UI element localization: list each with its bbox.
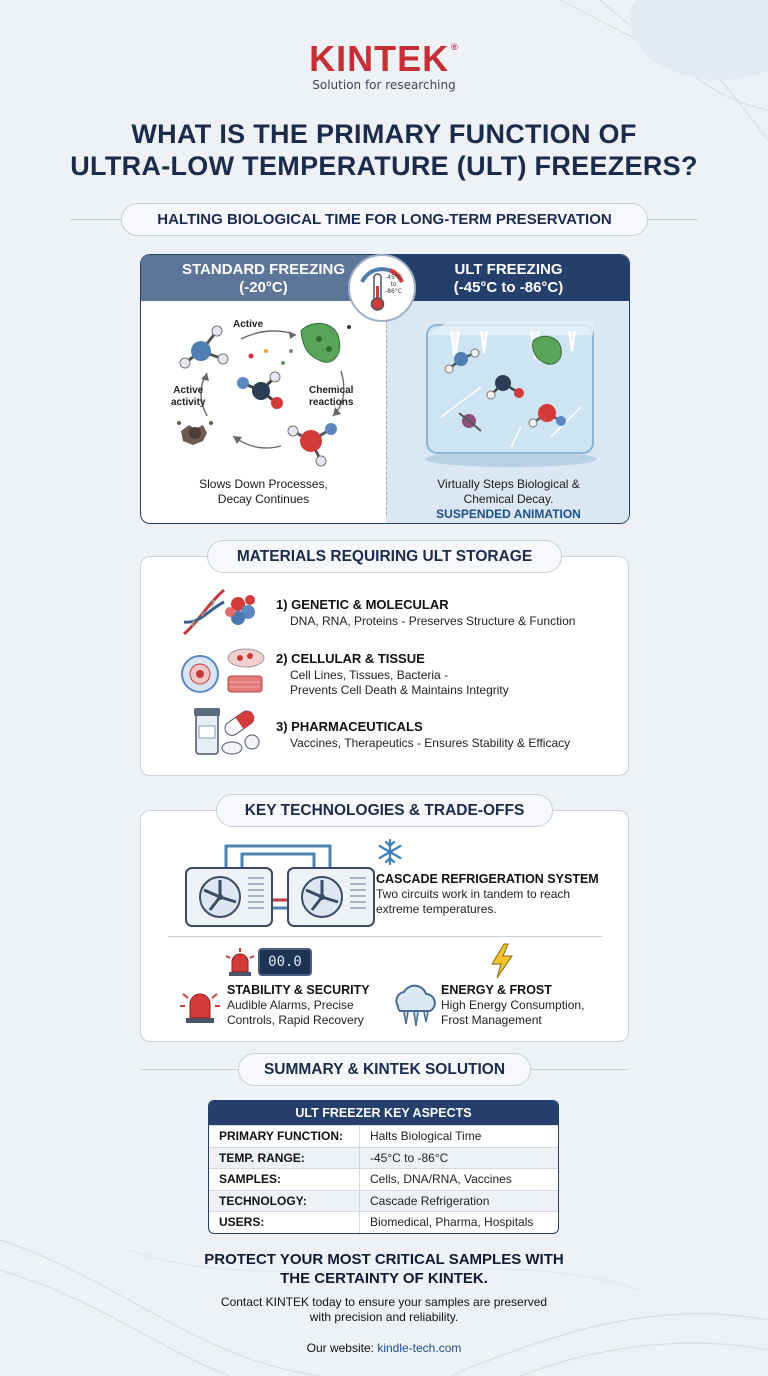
- key-aspects-table: ULT FREEZER KEY ASPECTS PRIMARY FUNCTION…: [208, 1100, 559, 1234]
- frost-cloud-icon: [395, 984, 436, 1027]
- stability-title: STABILITY & SECURITY: [227, 983, 370, 997]
- cell-icon: [181, 648, 265, 693]
- ice-block-illustration: [425, 321, 597, 467]
- technologies-divider: [168, 936, 602, 937]
- standard-freezing-header: STANDARD FREEZING(-20°C): [141, 255, 386, 301]
- snowflake-icon: [378, 838, 402, 866]
- brand-logo: KINTEK®: [309, 38, 459, 79]
- summary-heading: SUMMARY & KINTEK SOLUTION: [238, 1053, 531, 1086]
- alarm-light-icon: [225, 948, 255, 976]
- ult-freezing-caption: Virtually Steps Biological & Chemical De…: [386, 477, 629, 522]
- page-title: WHAT IS THE PRIMARY FUNCTION OF ULTRA-LO…: [40, 118, 728, 182]
- key-aspects-table-body: PRIMARY FUNCTION:Halts Biological Time T…: [209, 1125, 558, 1233]
- table-row: TECHNOLOGY:Cascade Refrigeration: [209, 1189, 558, 1211]
- ult-freezing-title: ULT FREEZING: [454, 261, 563, 278]
- website-line: Our website: kindle-tech.com: [0, 1341, 768, 1355]
- standard-freezing-caption: Slows Down Processes,Decay Continues: [199, 477, 328, 506]
- lightning-icon: [491, 943, 513, 979]
- website-link[interactable]: kindle-tech.com: [377, 1341, 462, 1355]
- label-active: Active: [233, 319, 264, 330]
- material-desc-cellular: Cell Lines, Tissues, Bacteria - Prevents…: [290, 668, 509, 697]
- table-row: TEMP. RANGE:-45°C to -86°C: [209, 1146, 558, 1168]
- material-desc-genetic: DNA, RNA, Proteins - Preserves Structure…: [290, 614, 576, 628]
- key-aspects-table-title: ULT FREEZER KEY ASPECTS: [209, 1101, 558, 1125]
- energy-description: High Energy Consumption, Frost Managemen…: [441, 998, 585, 1027]
- comparison-divider: [386, 315, 387, 515]
- ult-freezing-header: ULT FREEZING(-45°C to -86°C): [386, 255, 629, 301]
- standard-freezing-temp: (-20°C): [239, 279, 288, 296]
- website-label: Our website:: [306, 1341, 374, 1355]
- brand-tagline: Solution for researching: [312, 78, 456, 92]
- cascade-description: Two circuits work in tandem to reach ext…: [376, 887, 571, 916]
- vial-pill-icon: [194, 708, 260, 755]
- dna-icon: [183, 588, 255, 636]
- thermometer-range-label: -45°C to -86°C: [385, 274, 402, 295]
- subtitle-pill: HALTING BIOLOGICAL TIME FOR LONG-TERM PR…: [121, 203, 648, 236]
- material-title-genetic: 1) GENETIC & MOLECULAR: [276, 597, 449, 612]
- page-title-line-2: ULTRA-LOW TEMPERATURE (ULT) FREEZERS?: [70, 151, 698, 181]
- thermometer-icon: [360, 267, 404, 311]
- active-molecules-illustration: [177, 323, 351, 467]
- page-title-line-1: WHAT IS THE PRIMARY FUNCTION OF: [131, 119, 637, 149]
- materials-heading: MATERIALS REQUIRING ULT STORAGE: [207, 540, 562, 573]
- material-desc-pharma: Vaccines, Therapeutics - Ensures Stabili…: [290, 736, 571, 750]
- standard-freezing-title: STANDARD FREEZING: [181, 261, 346, 278]
- table-row: SAMPLES:Cells, DNA/RNA, Vaccines: [209, 1168, 558, 1190]
- siren-icon: [180, 993, 220, 1023]
- material-title-pharma: 3) PHARMACEUTICALS: [276, 719, 423, 734]
- table-row: USERS:Biomedical, Pharma, Hospitals: [209, 1211, 558, 1233]
- materials-icons: [181, 588, 265, 755]
- cta-text: Contact KINTEK today to ensure your samp…: [220, 1295, 548, 1324]
- technologies-heading: KEY TECHNOLOGIES & TRADE-OFFS: [216, 794, 553, 827]
- stability-description: Audible Alarms, Precise Controls, Rapid …: [227, 998, 364, 1027]
- ult-freezing-temp: (-45°C to -86°C): [453, 279, 564, 296]
- temperature-display: 00.0: [258, 948, 312, 976]
- suspended-animation-label: SUSPENDED ANIMATION: [436, 507, 581, 521]
- thermometer-badge: -45°C to -86°C: [348, 254, 416, 322]
- energy-title: ENERGY & FROST: [441, 983, 552, 997]
- cascade-title: CASCADE REFRIGERATION SYSTEM: [376, 872, 599, 886]
- material-title-cellular: 2) CELLULAR & TISSUE: [276, 651, 425, 666]
- cascade-compressors-illustration: [185, 844, 375, 927]
- table-row: PRIMARY FUNCTION:Halts Biological Time: [209, 1125, 558, 1147]
- brand-header: KINTEK® Solution for researching: [0, 38, 768, 92]
- cta-title: PROTECT YOUR MOST CRITICAL SAMPLES WITH …: [204, 1251, 564, 1287]
